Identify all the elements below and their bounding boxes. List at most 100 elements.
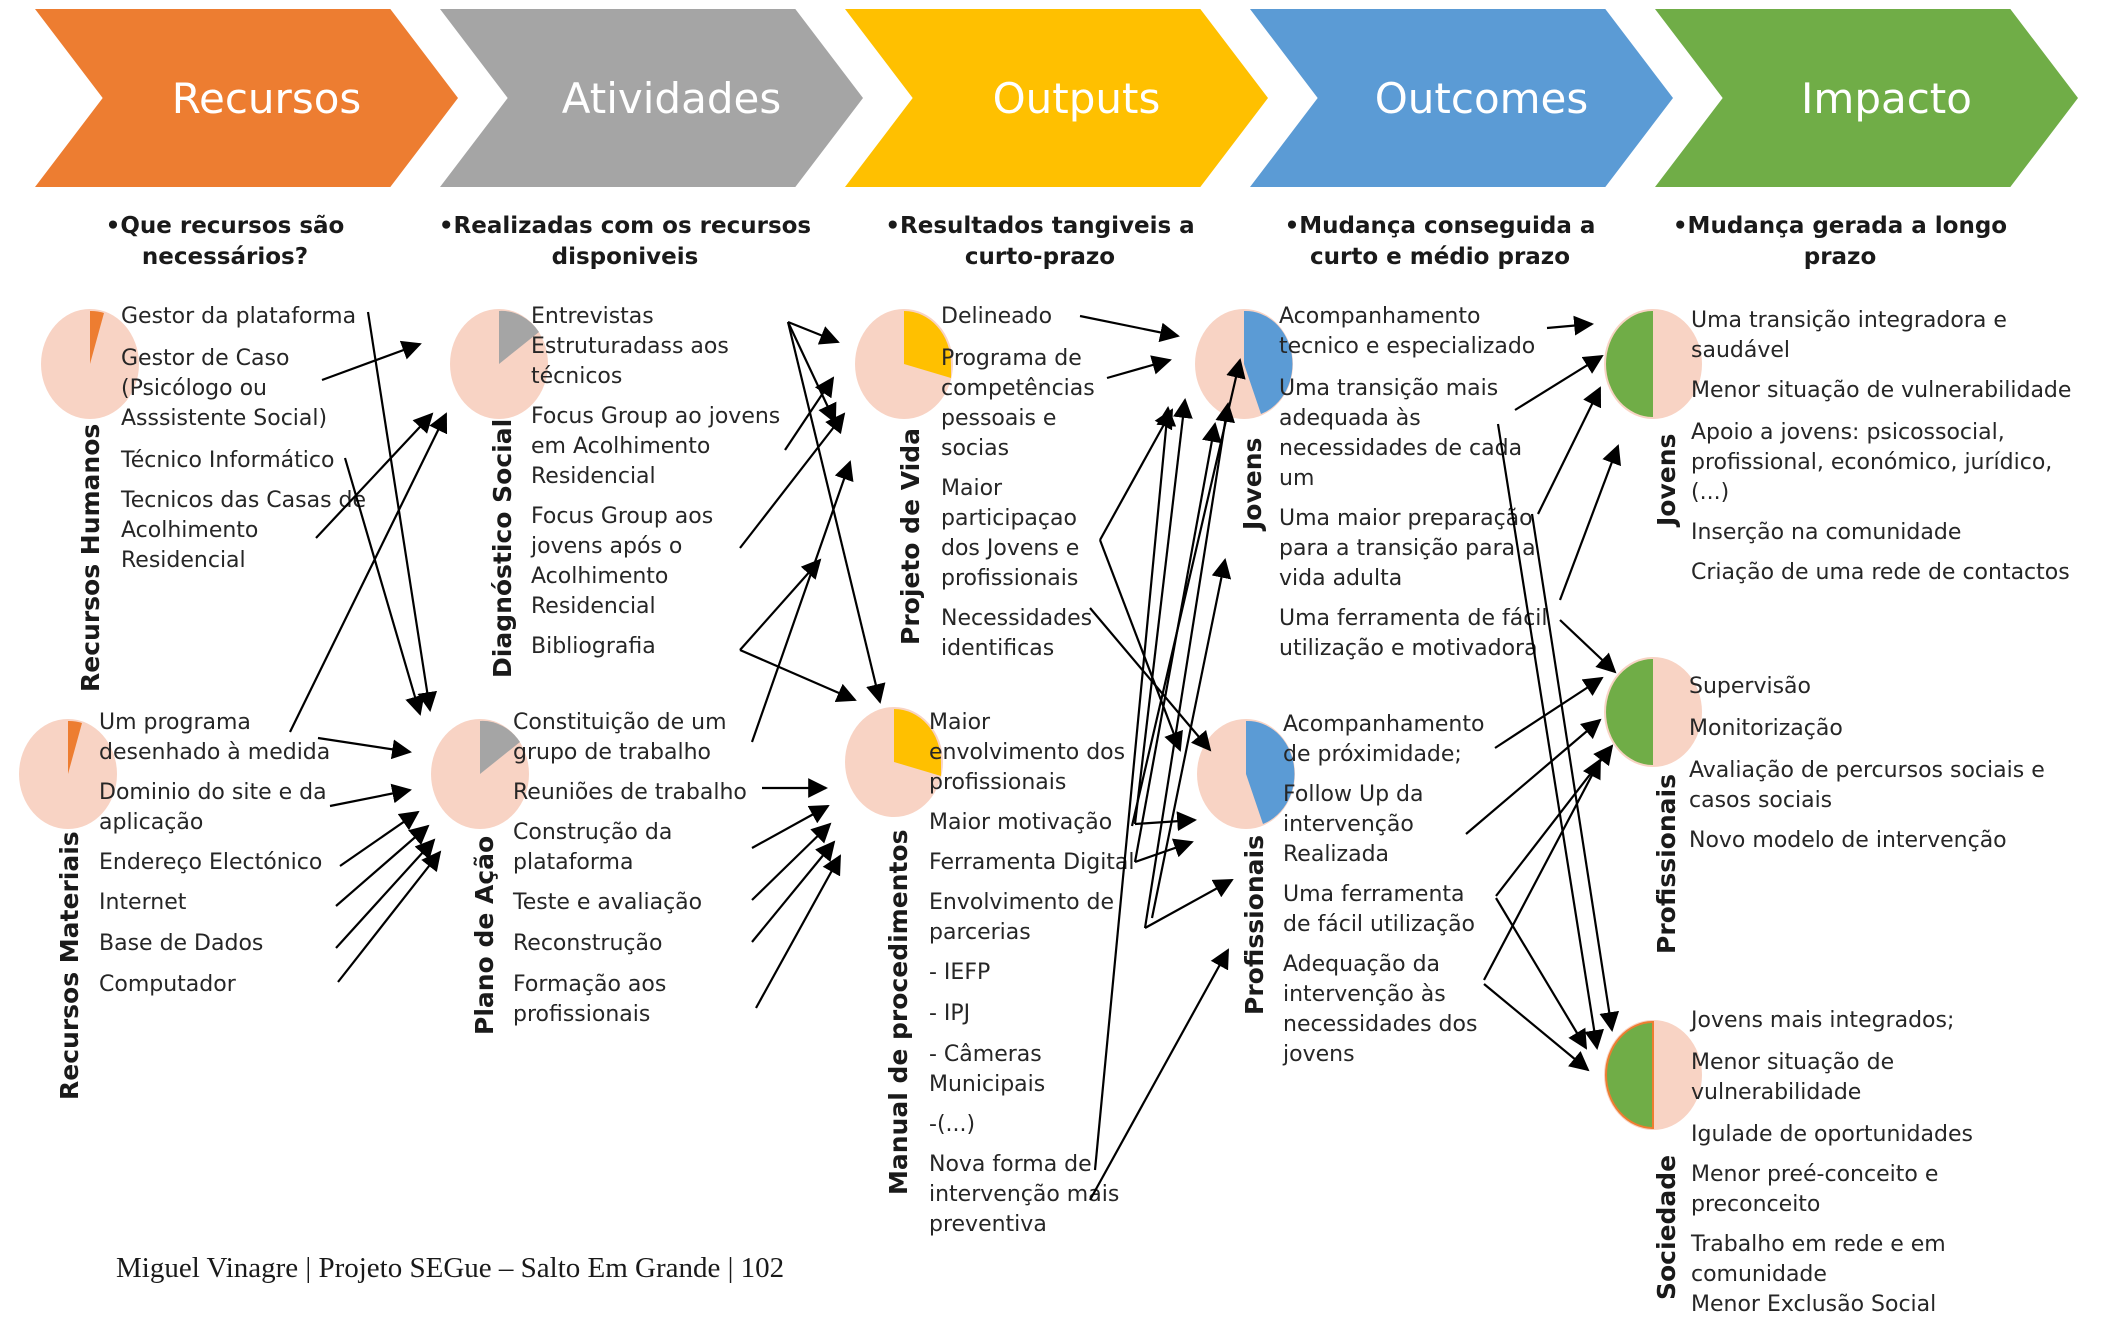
footer-text: Miguel Vinagre | Projeto SEGue – Salto E…: [116, 1252, 785, 1284]
projeto-de-vida-pie-icon: [855, 309, 953, 419]
rh-item: Acolhimento: [121, 518, 259, 543]
oj-item: vida adulta: [1279, 566, 1403, 591]
rh-item: Gestor da plataforma: [121, 304, 357, 329]
pa-item: grupo de trabalho: [513, 740, 711, 765]
impacto-question: •Mudança gerada a longo prazo: [1672, 213, 2008, 270]
ij-item: Apoio a jovens: psicossocial,: [1691, 420, 2005, 445]
mp-item: profissionais: [929, 770, 1067, 795]
recursos-title: Recursos: [171, 73, 362, 123]
pv-item: profissionais: [941, 566, 1079, 591]
connector-arrow: [751, 840, 836, 943]
mp-item: Envolvimento de: [929, 890, 1115, 915]
op-item: Acompanhamento: [1283, 712, 1485, 737]
op-item: necessidades dos: [1283, 1012, 1478, 1037]
connector-arrow: [1537, 386, 1602, 515]
connector-arrow: [1465, 718, 1602, 835]
mp-item: -(...): [929, 1112, 976, 1137]
connector-arrow: [786, 321, 886, 704]
connector-arrow: [337, 850, 442, 983]
oj-item: necessidades de cada: [1279, 436, 1523, 461]
op-item: de próximidade;: [1283, 742, 1462, 767]
atividades-chevron: [440, 9, 863, 187]
connector-arrow: [321, 340, 422, 382]
mp-item: Nova forma de: [929, 1152, 1092, 1177]
impacto-sociedade-pie-icon: [1604, 1020, 1702, 1130]
rm-item: Base de Dados: [99, 931, 264, 956]
pv-item: Necessidades: [941, 606, 1093, 631]
ds-item: Focus Group ao jovens: [531, 404, 781, 429]
outcomes-title: Outcomes: [1374, 73, 1589, 123]
connector-arrow: [739, 412, 846, 549]
rm-item: Endereço Electónico: [99, 850, 323, 875]
connector-arrow: [1098, 539, 1183, 752]
connector-arrow: [1558, 444, 1621, 601]
connector-arrow: [1133, 398, 1193, 825]
mp-item: parcerias: [929, 920, 1031, 945]
connector-arrow: [317, 736, 412, 760]
connector-arrow: [750, 460, 854, 743]
op-item: de fácil utilização: [1283, 912, 1476, 937]
pa-item: Teste e avaliação: [513, 890, 703, 915]
is-item: vulnerabilidade: [1691, 1080, 1862, 1105]
rh-item: Tecnicos das Casas de: [121, 488, 367, 513]
op-item: Realizada: [1283, 842, 1390, 867]
op-item: intervenção às: [1283, 982, 1446, 1007]
recursos-materiais-pie-icon: [19, 719, 117, 829]
impacto-title: Impacto: [1801, 73, 1972, 123]
op-item: intervenção: [1283, 812, 1414, 837]
connector-arrow: [751, 805, 830, 849]
is-item: Jovens mais integrados;: [1691, 1008, 1955, 1033]
ds-item: Estruturadass aos: [531, 334, 729, 359]
connector-arrow: [1099, 408, 1173, 541]
connector-arrow: [1134, 838, 1194, 864]
impacto-chevron: [1655, 9, 2078, 187]
connector-arrow: [1093, 406, 1177, 1171]
ij-item: profissional, económico, jurídico,: [1691, 450, 2053, 475]
outputs-question: •Resultados tangiveis a curto-prazo: [885, 213, 1195, 270]
rm-item: desenhado à medida: [99, 740, 331, 765]
mp-item: - IEFP: [929, 960, 991, 985]
ds-item: Focus Group aos: [531, 504, 714, 529]
outcomes-chevron: [1250, 9, 1673, 187]
mp-item: - Câmeras: [929, 1042, 1042, 1067]
connector-arrow: [755, 854, 841, 1009]
is-item: Trabalho em rede e em: [1691, 1232, 1946, 1257]
atividades-title: Atividades: [561, 73, 782, 123]
ip-item: Novo modelo de intervenção: [1689, 828, 2007, 853]
pv-item: Delineado: [941, 304, 1053, 329]
rh-item: Técnico Informático: [121, 448, 335, 473]
connector-arrow: [315, 412, 434, 539]
connector-arrow: [1514, 354, 1604, 411]
ip-item: Monitorização: [1689, 716, 1843, 741]
pa-item: Reuniões de trabalho: [513, 780, 747, 805]
connector-arrow: [787, 321, 837, 424]
op-item: jovens: [1283, 1042, 1355, 1067]
connector-arrow: [1546, 315, 1594, 336]
recursos-humanos-pie-icon: [41, 309, 139, 419]
ds-item: Residencial: [531, 594, 656, 619]
connector-arrow: [1530, 513, 1620, 1032]
connector-arrow: [1079, 314, 1180, 343]
connector-arrow: [1089, 948, 1229, 1201]
atividades-question: •Realizadas com os recursos disponiveis: [438, 213, 812, 270]
manual-de-procedimentos-pie-icon: [845, 707, 943, 817]
is-item: Igulade de oportunidades: [1691, 1122, 1973, 1147]
connector-arrow: [751, 822, 832, 901]
oj-item: adequada às: [1279, 406, 1421, 431]
mp-item: intervenção mais: [929, 1182, 1120, 1207]
oj-item: Uma ferramenta de fácil: [1279, 606, 1548, 631]
mp-item: Ferramenta Digital: [929, 850, 1135, 875]
connector-arrow: [335, 838, 436, 949]
connector-arrow: [1494, 676, 1604, 749]
plano-de-acao-pie-icon: [431, 719, 529, 829]
rh-item: Asssistente Social): [121, 406, 328, 431]
recursos-chevron: [35, 9, 458, 187]
connector-arrow: [1559, 619, 1617, 674]
connector-arrow: [1495, 897, 1588, 1050]
pv-item: socias: [941, 436, 1010, 461]
op-item: Uma ferramenta: [1283, 882, 1465, 907]
connector-arrow: [1143, 402, 1235, 929]
oj-item: para a transição para a: [1279, 536, 1536, 561]
is-item: Menor situação de: [1691, 1050, 1895, 1075]
